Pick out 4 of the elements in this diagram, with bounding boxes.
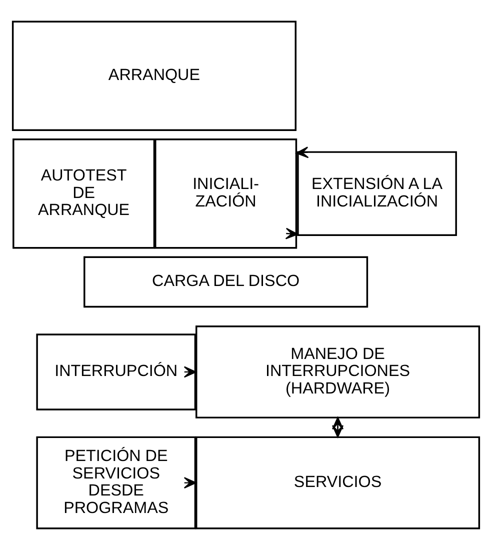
arrow [332,416,344,438]
node-box: ARRANQUE [12,20,296,130]
node-box: CARGA DEL DISCO [84,256,368,308]
node-box: AUTOTEST DE ARRANQUE [12,138,156,248]
